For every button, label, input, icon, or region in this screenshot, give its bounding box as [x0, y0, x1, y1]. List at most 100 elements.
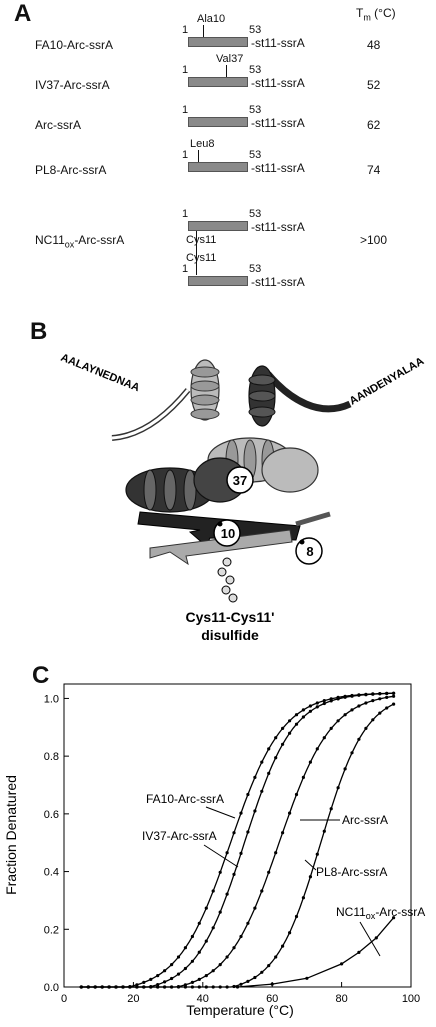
data-point	[392, 702, 396, 706]
label-nc11: NC11ox-Arc-ssrA	[336, 905, 425, 921]
data-point	[336, 697, 340, 701]
data-point	[225, 892, 229, 896]
leader-iv37	[203, 844, 239, 868]
construct-row-nc11: NC11ox-Arc-ssrA 1 53 -st11-ssrA Cys11 Cy…	[0, 0, 436, 300]
data-point	[357, 950, 361, 954]
data-point	[176, 985, 181, 989]
construct-start-bottom: 1	[182, 263, 189, 275]
data-point	[170, 985, 174, 989]
mutation-label: Val37	[216, 53, 244, 65]
data-point	[190, 985, 194, 989]
tm-value: 48	[367, 38, 381, 52]
data-point	[343, 695, 347, 699]
data-point	[239, 934, 243, 939]
data-point	[274, 955, 278, 959]
label-fa10: FA10-Arc-ssrA	[146, 792, 224, 806]
tm-header-sub: m	[363, 12, 371, 23]
data-point	[385, 695, 389, 699]
residue-8-dot	[299, 539, 305, 545]
data-point	[225, 851, 229, 855]
tm-value: 74	[367, 163, 381, 177]
light-beta-strand	[149, 529, 293, 566]
data-point	[211, 926, 215, 930]
construct-suffix-bottom: -st11-ssrA	[251, 275, 305, 289]
data-point	[239, 982, 243, 986]
left-tail-ribbon	[111, 388, 191, 441]
data-point	[267, 747, 271, 751]
data-point	[315, 701, 319, 705]
construct-row-iv37: IV37-Arc-ssrA 1 53 -st11-ssrA Val37 52	[0, 0, 436, 100]
construct-start-top: 1	[182, 208, 189, 220]
mutation-arrow	[203, 25, 204, 37]
x-tick-label: 60	[266, 993, 278, 1005]
y-axis-title: Fraction Denatured	[3, 775, 19, 895]
data-point	[357, 704, 361, 708]
data-point	[156, 985, 160, 989]
data-point	[294, 792, 299, 797]
data-point	[156, 974, 160, 978]
residue-8-label: 8	[306, 544, 313, 559]
data-point	[253, 809, 257, 813]
data-point	[392, 916, 396, 920]
data-point	[183, 946, 187, 950]
right-tail-ribbon	[265, 371, 352, 413]
data-point	[197, 950, 201, 954]
data-point	[343, 713, 347, 717]
tm-header-unit: (°C)	[370, 6, 396, 20]
data-point	[218, 870, 222, 874]
light-helices	[190, 359, 319, 493]
data-point	[336, 719, 340, 723]
x-tick-label: 0	[61, 993, 67, 1005]
data-point	[211, 985, 215, 989]
data-point	[288, 731, 292, 735]
data-point	[340, 962, 344, 966]
label-nc11-pre: NC11	[336, 905, 366, 919]
construct-name: IV37-Arc-ssrA	[35, 78, 110, 92]
construct-bar-top	[188, 221, 248, 231]
construct-row-pl8: PL8-Arc-ssrA 1 53 -st11-ssrA Leu8 74	[0, 0, 436, 185]
data-point	[260, 789, 264, 793]
data-point	[253, 975, 257, 980]
construct-bar	[188, 37, 248, 47]
data-point	[392, 694, 396, 698]
data-point	[329, 726, 333, 730]
data-point	[371, 699, 375, 703]
data-point	[235, 985, 240, 989]
data-point	[392, 691, 396, 695]
y-axis-ticks: 0.00.20.40.60.81.0	[44, 693, 69, 994]
data-point	[350, 708, 354, 712]
data-point	[294, 914, 299, 919]
data-point	[343, 767, 347, 771]
data-point	[246, 979, 250, 983]
data-point	[274, 736, 278, 740]
data-point	[149, 977, 153, 981]
data-point	[218, 985, 222, 989]
data-point	[204, 974, 208, 978]
leader-pl8	[304, 859, 317, 871]
x-tick-label: 100	[402, 993, 420, 1005]
tm-value: >100	[360, 233, 388, 247]
tm-header: Tm (°C)	[356, 6, 396, 22]
data-point	[197, 985, 201, 989]
data-point	[246, 830, 250, 834]
tm-value: 62	[367, 118, 381, 132]
curve-NC11ox-Arc-ssrA	[237, 917, 395, 988]
construct-row-fa10: FA10-Arc-ssrA 1 53 -st11-ssrA Ala10 48	[0, 0, 436, 60]
construct-end: 53	[249, 104, 262, 116]
construct-bar-bottom	[188, 276, 248, 286]
arc-structure-figure: 37 10 8 AALAYNEDNAA AANDENYALAA Cys11-Cy…	[59, 352, 426, 643]
data-point	[246, 792, 250, 797]
data-point	[114, 985, 118, 989]
construct-start: 1	[182, 24, 189, 36]
construct-start: 1	[182, 104, 189, 116]
y-tick-label: 1.0	[44, 693, 59, 705]
data-point	[197, 921, 201, 925]
data-point	[93, 985, 97, 989]
data-point	[350, 694, 354, 698]
data-point	[170, 976, 174, 981]
data-point	[107, 985, 111, 989]
data-point	[176, 972, 181, 976]
data-point	[204, 985, 208, 989]
